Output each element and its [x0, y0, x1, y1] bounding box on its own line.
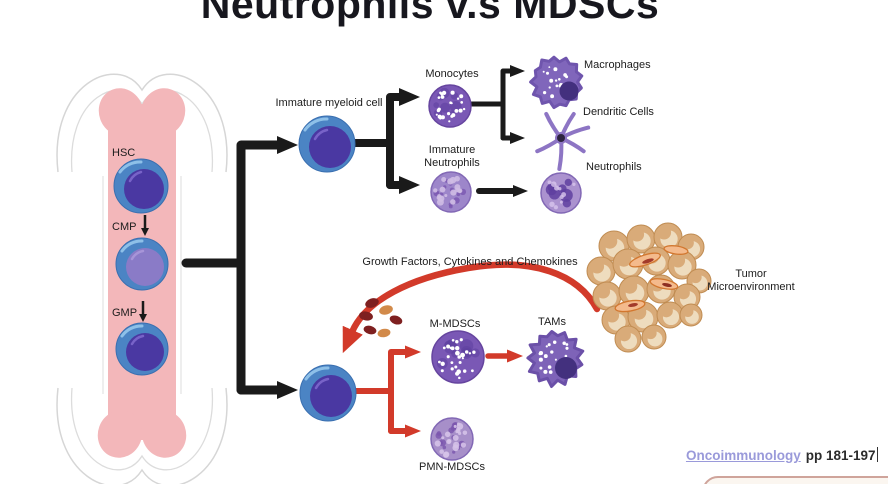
label-cmp: CMP: [112, 221, 137, 233]
immature-neutrophils-cell: [430, 171, 472, 213]
floating-panel[interactable]: [702, 476, 888, 484]
label-pmn-mdscs: PMN-MDSCs: [419, 461, 485, 473]
label-monocytes: Monocytes: [425, 68, 479, 80]
slide-title: Neutrophils v.s MDSCs: [200, 0, 660, 27]
immature-myeloid-cell-bottom: [299, 364, 357, 422]
tams-cell: [526, 330, 585, 388]
label-immature-myeloid-cell: Immature myeloid cell: [275, 97, 383, 109]
label-macrophages: Macrophages: [584, 59, 651, 71]
label-hsc: HSC: [112, 147, 136, 159]
tumor-cluster: [586, 222, 712, 353]
secreted-factor-dots: [359, 298, 403, 338]
cmp-cell: [115, 237, 169, 291]
immature-myeloid-cell-top: [298, 115, 356, 173]
dendritic-cell: [535, 111, 591, 172]
bone-illustration: [56, 73, 228, 484]
label-gmp: GMP: [112, 307, 138, 319]
pmn-mdscs-cell: [430, 417, 474, 461]
monocytes-cell: [428, 84, 472, 128]
label-neutrophils: Neutrophils: [586, 161, 642, 173]
text-cursor: [876, 447, 878, 462]
citation: Oncoimmunology pp 181-197: [686, 447, 878, 463]
neutrophils-cell: [540, 172, 582, 214]
label-m-mdscs: M-MDSCs: [429, 318, 481, 330]
label-growth-factors: Growth Factors, Cytokines and Chemokines: [362, 256, 578, 268]
macrophages-cell: [529, 55, 584, 110]
label-dendritic-cells: Dendritic Cells: [583, 106, 654, 118]
label-tumor-microenvironment: Tumor Microenvironment: [707, 268, 795, 293]
gmp-cell: [115, 322, 169, 376]
hsc-cell: [113, 158, 169, 214]
citation-link[interactable]: Oncoimmunology: [685, 448, 801, 463]
m-mdscs-cell: [431, 330, 485, 384]
black-arrows: [181, 65, 528, 399]
label-immature-neutrophils: Immature Neutrophils: [424, 144, 480, 169]
citation-pages: pp 181-197: [805, 448, 876, 463]
tumor-spindle-cells: [614, 245, 689, 313]
label-tams: TAMs: [538, 316, 566, 328]
bone-step-arrows: [139, 215, 149, 322]
